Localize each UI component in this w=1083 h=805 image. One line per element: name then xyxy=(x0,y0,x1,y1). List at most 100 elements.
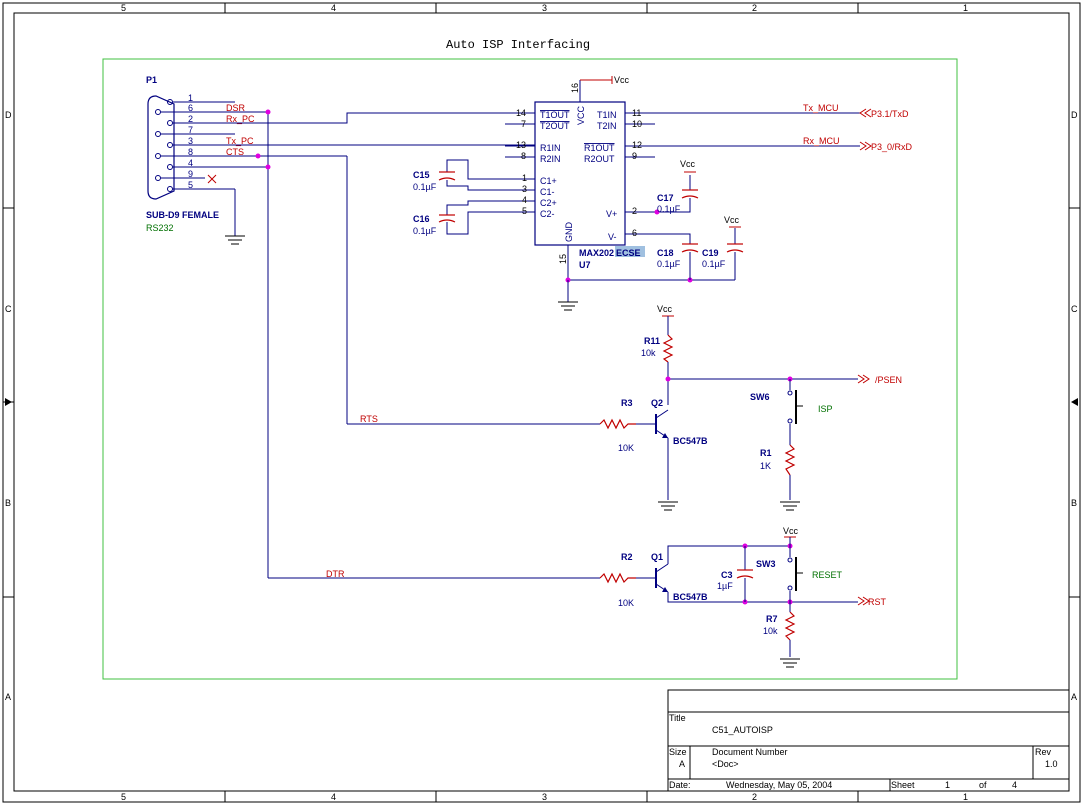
ic-pin-name: R1OUT xyxy=(584,143,615,153)
r11-value: 10k xyxy=(641,348,656,358)
ic-pin-num: 10 xyxy=(632,119,642,129)
col-label: 3 xyxy=(542,3,547,13)
vcc-label: Vcc xyxy=(680,159,696,169)
col-label: 4 xyxy=(331,792,336,802)
date-value: Wednesday, May 05, 2004 xyxy=(726,780,832,790)
size-label: Size xyxy=(669,747,687,757)
sw3-ref: SW3 xyxy=(756,559,776,569)
resistor-r1 xyxy=(784,444,796,476)
ic-pin-name: C2- xyxy=(540,209,555,219)
ic-pin-name: V+ xyxy=(606,209,617,219)
of-value: 4 xyxy=(1012,780,1017,790)
ic-pin-num: 3 xyxy=(522,184,527,194)
q2-ref: Q2 xyxy=(651,398,663,408)
capacitor-c16 xyxy=(438,200,505,235)
zone-dividers xyxy=(3,3,1080,802)
switch-sw3 xyxy=(787,537,803,602)
doc-title: C51_AUTOISP xyxy=(712,725,773,735)
col-label: 2 xyxy=(752,792,757,802)
ground-icon xyxy=(558,301,578,311)
ic-pin-name: R2OUT xyxy=(584,154,615,164)
net-label-rx-mcu: Rx_MCU xyxy=(803,136,840,146)
ic-pin-name: C1+ xyxy=(540,176,557,186)
resistor-r7 xyxy=(784,611,796,641)
net-label-dsr: DSR xyxy=(226,103,246,113)
rev-value: 1.0 xyxy=(1045,759,1058,769)
resistor-r3 xyxy=(599,418,636,430)
ic-pin-num: 9 xyxy=(632,151,637,161)
ic-pin-num: 12 xyxy=(632,140,642,150)
c15-ref: C15 xyxy=(413,170,430,180)
vcc-label: Vcc xyxy=(614,75,630,85)
ic-ref: U7 xyxy=(579,260,591,270)
pin-number: 9 xyxy=(188,169,193,179)
ground-icon xyxy=(658,501,678,511)
q1-value: BC547B xyxy=(673,592,708,602)
ic-gnd-label: GND xyxy=(564,222,574,243)
row-label: D xyxy=(1071,110,1078,120)
col-label: 1 xyxy=(963,792,968,802)
ic-name-b: ECSE xyxy=(616,248,641,258)
sheet-value: 1 xyxy=(945,780,950,790)
sw3-value: RESET xyxy=(812,570,843,580)
ic-pin-num: 14 xyxy=(516,108,526,118)
net-label-dtr: DTR xyxy=(326,569,345,579)
ic-pin-num: 1 xyxy=(522,173,527,183)
vcc-label: Vcc xyxy=(783,526,799,536)
row-label: A xyxy=(5,692,11,702)
c18-ref: C18 xyxy=(657,248,674,258)
capacitor-c17 xyxy=(655,175,699,213)
ic-vcc-label: VCC xyxy=(576,105,586,125)
capacitor-c19 xyxy=(726,228,744,280)
sw6-value: ISP xyxy=(818,404,833,414)
col-label: 4 xyxy=(331,3,336,13)
c18-value: 0.1µF xyxy=(657,259,681,269)
net-label-rx-pc: Rx_PC xyxy=(226,114,255,124)
row-label: B xyxy=(1071,498,1077,508)
ic-pin-num: 4 xyxy=(522,195,527,205)
port-rst: RST xyxy=(868,597,887,607)
ic-pin-name: R1IN xyxy=(540,143,561,153)
row-label: D xyxy=(5,110,12,120)
pin-number: 5 xyxy=(188,180,193,190)
ic-vcc-pin: 16 xyxy=(570,83,580,93)
ic-pin-num: 8 xyxy=(521,151,526,161)
c19-ref: C19 xyxy=(702,248,719,258)
connector-name: SUB-D9 FEMALE xyxy=(146,210,219,220)
r11-ref: R11 xyxy=(644,336,660,346)
ic-pin-name: C1- xyxy=(540,187,555,197)
ic-pin-num: 6 xyxy=(632,228,637,238)
c19-value: 0.1µF xyxy=(702,259,726,269)
ic-pin-num: 2 xyxy=(632,206,637,216)
connector-value: RS232 xyxy=(146,223,174,233)
ic-pin-name: C2+ xyxy=(540,198,557,208)
pin-number: 3 xyxy=(188,136,193,146)
title-block xyxy=(667,689,1070,792)
switch-sw6 xyxy=(787,379,803,445)
connector-ref: P1 xyxy=(146,75,157,85)
pin-number: 8 xyxy=(188,147,193,157)
pin-number: 4 xyxy=(188,158,193,168)
ic-pin-name: T2OUT xyxy=(540,121,570,131)
net-label-cts: CTS xyxy=(226,147,244,157)
q1-ref: Q1 xyxy=(651,552,663,562)
net-label-tx-mcu: Tx_MCU xyxy=(803,103,839,113)
date-label: Date: xyxy=(669,780,691,790)
row-label: A xyxy=(1071,692,1077,702)
r1-value: 1K xyxy=(760,461,771,471)
row-label: B xyxy=(5,498,11,508)
capacitor-c3 xyxy=(736,546,754,602)
sheet-label: Sheet xyxy=(891,780,915,790)
title-label: Title xyxy=(669,713,686,723)
net-label-rts: RTS xyxy=(360,414,378,424)
pin-number: 1 xyxy=(188,93,193,103)
rev-label: Rev xyxy=(1035,747,1052,757)
vcc-label: Vcc xyxy=(657,304,673,314)
port-p31: P3.1/TxD xyxy=(871,109,909,119)
circuit-frame xyxy=(102,58,958,680)
c3-ref: C3 xyxy=(721,570,733,580)
col-label: 1 xyxy=(963,3,968,13)
right-arrow-icon xyxy=(1071,398,1078,406)
r7-value: 10k xyxy=(763,626,778,636)
